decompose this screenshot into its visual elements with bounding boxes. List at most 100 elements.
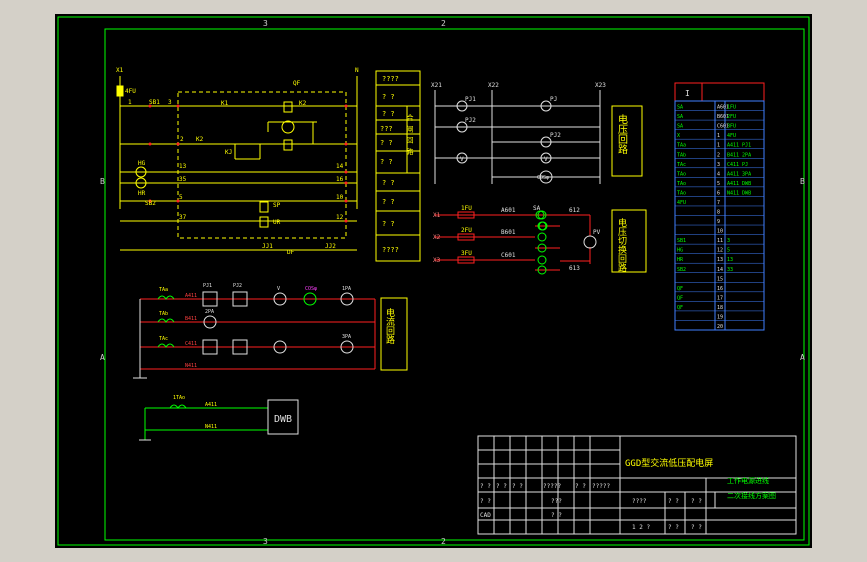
ct-3pa: 3PA: [342, 334, 351, 340]
tb-b1: ? ?: [480, 498, 491, 505]
vs-3fu: 3FU: [461, 250, 472, 257]
terminal-cell: 7: [717, 200, 720, 206]
legend-10: ????: [382, 246, 399, 254]
num-right-2: 16: [336, 176, 344, 183]
terminal-cell: 20: [717, 324, 723, 330]
ct-pj1: PJ1: [203, 283, 212, 289]
vs-a601: A601: [501, 207, 516, 214]
ct-pj2: PJ2: [233, 283, 242, 289]
tb-a4: ?????: [543, 483, 561, 490]
terminal-cell: 4FU: [677, 200, 686, 206]
label-ur: UR: [273, 219, 281, 226]
tb-ggd: GGD型交流低压配电屏: [625, 457, 713, 469]
terminal-cell: X: [677, 133, 680, 139]
label-hg: HG: [138, 160, 146, 167]
dwb-n411: N411: [205, 424, 217, 430]
num-right-4: 12: [336, 214, 344, 221]
vs-612: 612: [569, 207, 580, 214]
label-df: DF: [287, 249, 295, 256]
legend-9: ? ?: [382, 220, 395, 228]
terminal-cell: TAb: [677, 152, 686, 158]
terminal-cell: QF: [677, 295, 683, 301]
terminal-cell: SA: [677, 114, 683, 120]
terminal-cell: 3: [727, 238, 730, 244]
inner-border: [104, 28, 805, 541]
vs-b601: B601: [501, 229, 516, 236]
terminal-cell: TAc: [677, 162, 686, 168]
dwb-circuit: [139, 399, 299, 441]
label-jj1: JJ1: [262, 243, 273, 250]
terminal-cell: 3: [717, 162, 720, 168]
vt-pj2: PJ2: [465, 117, 476, 124]
vt-v2: V: [544, 156, 548, 163]
terminal-cell: 2: [717, 152, 720, 158]
legend-6: ? ?: [380, 158, 393, 166]
terminal-cell: 5: [717, 181, 720, 187]
legend-7: ? ?: [382, 179, 395, 187]
tb-a1: ? ?: [480, 483, 491, 490]
vs-613: 613: [569, 265, 580, 272]
vs-pv: PV: [593, 229, 601, 236]
terminal-cell: A411 3PA: [727, 171, 751, 177]
legend-4: ???: [380, 125, 393, 133]
voltage-title-box: [611, 105, 643, 177]
row1-a: 1: [128, 99, 132, 106]
terminal-cell: C411 PJ: [727, 162, 748, 168]
ct-cos: COSφ: [305, 286, 317, 292]
tb-r1: ????: [632, 498, 647, 505]
num-left-3: 5: [179, 194, 183, 201]
voltage-switch-title-box: [611, 209, 647, 273]
tb-bt3: ? ?: [691, 524, 702, 531]
zone-left-b: B: [100, 177, 105, 186]
voltage-switch-circuit: [435, 211, 597, 271]
terminal-cell: 13: [727, 257, 733, 263]
terminal-cell: 1FU: [727, 105, 736, 111]
terminal-cell: SA: [677, 124, 683, 130]
terminal-cell: 18: [717, 305, 723, 311]
terminal-cell: 5: [727, 248, 730, 254]
control-circuit: [116, 76, 358, 251]
terminal-cell: 9: [717, 219, 720, 225]
terminal-cell: 4FU: [727, 133, 736, 139]
tb-a6: ?????: [592, 483, 610, 490]
terminal-cell: N411 DWB: [727, 190, 751, 196]
tb-line2: 二次接线方案图: [727, 491, 776, 500]
row1-b: SB1: [149, 99, 160, 106]
terminal-cell: TAo: [677, 181, 686, 187]
ct-tab: TAb: [159, 311, 168, 317]
tb-a5: ? ?: [575, 483, 586, 490]
num-right-1: 14: [336, 163, 344, 170]
ct-2pa: 2PA: [205, 309, 214, 315]
terminal-cell: 1: [717, 133, 720, 139]
dwb-a411: A411: [205, 402, 217, 408]
terminal-cell: A411 PJ1: [727, 143, 751, 149]
vs-x3: X3: [433, 257, 441, 264]
num-right-3: 10: [336, 194, 344, 201]
terminal-header: I: [685, 89, 690, 98]
legend-8: ? ?: [382, 198, 395, 206]
terminal-cell: B411 2PA: [727, 152, 751, 158]
row2-b: K2: [196, 136, 204, 143]
vt-v1: V: [460, 156, 464, 163]
terminal-cell: 19: [717, 314, 723, 320]
drawing-canvas: 3 2 3 2 B A B A: [55, 14, 812, 548]
terminal-cell: B601: [717, 114, 729, 120]
tb-a2: ? ?: [496, 483, 507, 490]
vs-sa: SA: [533, 205, 541, 212]
terminal-cell: 3FU: [727, 124, 736, 130]
legend-column: ???? ? ? ? ? ??? ? ? ? ? ? ? ? ? ? ? ???…: [375, 70, 421, 262]
terminal-cell: 33: [727, 267, 733, 273]
num-left-2: 35: [179, 176, 187, 183]
terminal-cell: 13: [717, 257, 723, 263]
label-jj2: JJ2: [325, 243, 336, 250]
vs-1fu: 1FU: [461, 205, 472, 212]
control-circuit-marks: [135, 104, 348, 223]
terminal-cell: C601: [717, 124, 729, 130]
zone-top-right: 2: [441, 19, 446, 28]
terminal-cell: 2FU: [727, 114, 736, 120]
current-circuit: [133, 291, 376, 379]
vt-x23: X23: [595, 82, 606, 89]
vt-x22: X22: [488, 82, 499, 89]
terminal-cell: A411 DWB: [727, 181, 751, 187]
